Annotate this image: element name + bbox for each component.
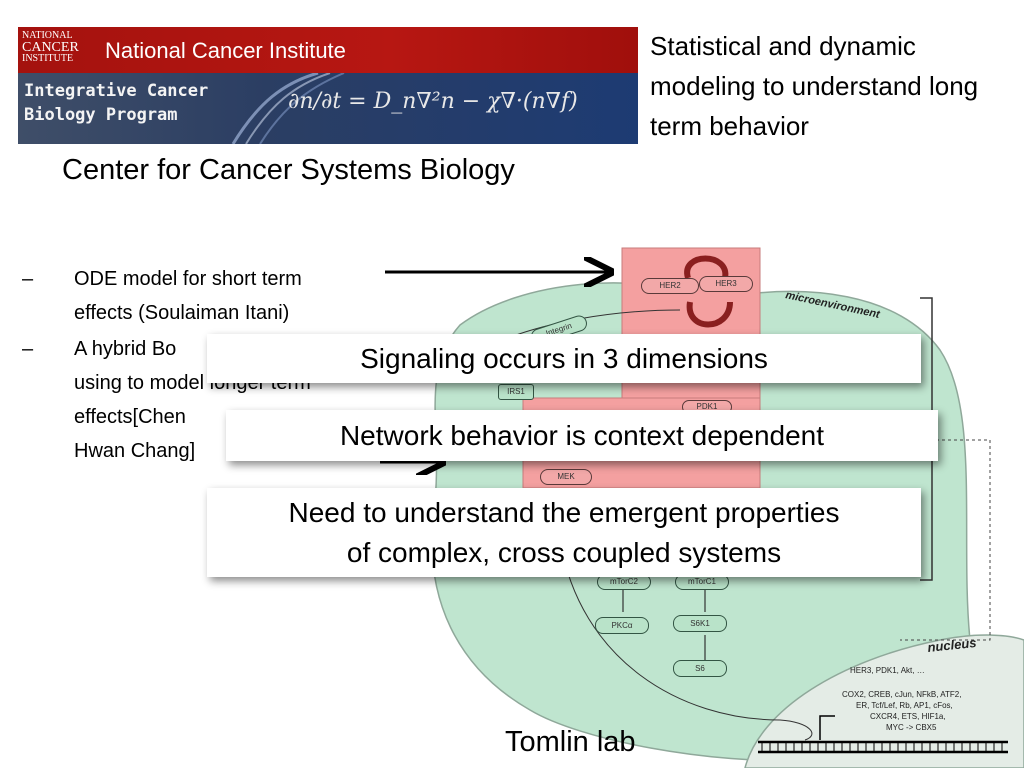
node-irs1: IRS1 (498, 384, 534, 400)
promoter-arrow (819, 715, 835, 740)
banner-swoosh (231, 73, 345, 144)
node-her2: HER2 (641, 278, 699, 294)
callout-emergent: Need to understand the emergent properti… (207, 488, 921, 577)
bullet-text: ODE model for short term (74, 268, 302, 290)
banner-blue-strip: Integrative Cancer Biology Program ∂n/∂t… (18, 73, 638, 144)
bullet-hybrid: – A hybrid Bo using to model longer term… (22, 332, 402, 468)
bullet-ode: – ODE model for short term effects (Soul… (22, 262, 402, 330)
node-mek: MEK (540, 469, 592, 485)
logo-line-3: INSTITUTE (22, 53, 74, 64)
logo-line-1: NATIONAL (22, 30, 73, 41)
logo-line-2: CANCER (22, 40, 79, 55)
bullet-text: A hybrid Bo (74, 338, 177, 360)
feedback-dashed (900, 439, 991, 641)
formula: ∂n/∂t = D_n∇²n − χ∇·(n∇f) (288, 89, 578, 114)
program-title: Integrative Cancer Biology Program (24, 79, 208, 127)
label-nucleus: nucleus (927, 635, 977, 655)
nci-banner: NATIONAL CANCER INSTITUTE National Cance… (18, 27, 638, 144)
bullet-dash: – (22, 338, 34, 360)
bullet-arrows (380, 255, 620, 475)
nucleus-region (744, 634, 1024, 768)
banner-red-strip: NATIONAL CANCER INSTITUTE National Cance… (18, 27, 638, 73)
bullet-text: effects (Soulaiman Itani) (74, 302, 290, 324)
program-line-1: Integrative Cancer (24, 81, 209, 101)
node-her3: HER3 (699, 276, 753, 292)
cycle-arrow-top (684, 255, 729, 279)
bullet-dash: – (22, 268, 34, 290)
nucleus-list-3: ER, Tcf/Lef, Rb, AP1, cFos, (856, 701, 953, 710)
nci-logo: NATIONAL CANCER INSTITUTE (22, 31, 82, 64)
lab-name: Tomlin lab (505, 726, 636, 758)
bullet-list: – ODE model for short term effects (Soul… (22, 262, 402, 468)
nucleus-list-4: CXCR4, ETS, HIF1a, (870, 712, 946, 721)
callout-signaling: Signaling occurs in 3 dimensions (207, 334, 921, 383)
center-title: Center for Cancer Systems Biology (62, 154, 515, 186)
bullet-text: Hwan Chang] (74, 440, 196, 462)
cycle-arrow-bottom (686, 301, 733, 328)
dna-strand (758, 740, 1008, 754)
nucleus-list-2: COX2, CREB, cJun, NFkB, ATF2, (842, 690, 961, 699)
bullet-text: effects[Chen (74, 406, 186, 428)
nucleus-list-1: HER3, PDK1, Akt, … (850, 666, 925, 675)
node-pkca: PKCα (595, 617, 649, 634)
program-line-2: Biology Program (24, 105, 178, 125)
side-title: Statistical and dynamic modeling to unde… (650, 31, 979, 141)
nucleus-list-5: MYC -> CBX5 (886, 723, 937, 732)
nci-name: National Cancer Institute (105, 38, 346, 63)
arrow-curve-nucleus (559, 539, 813, 741)
callout-emergent-line-1: Need to understand the emergent properti… (288, 497, 840, 528)
callout-emergent-line-2: of complex, cross coupled systems (346, 537, 782, 568)
callout-network: Network behavior is context dependent (226, 410, 938, 461)
node-s6: S6 (673, 660, 727, 677)
node-s6k1: S6K1 (673, 615, 727, 632)
